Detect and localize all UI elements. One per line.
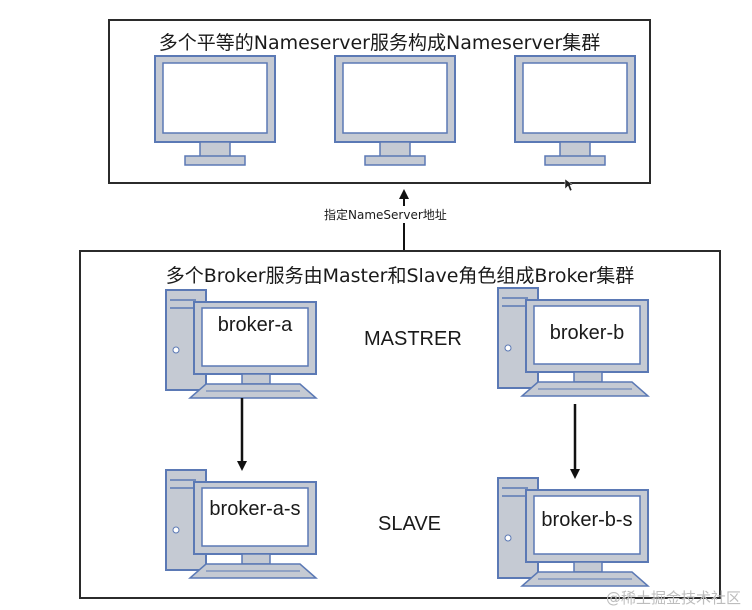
mouse-cursor-icon bbox=[564, 178, 574, 192]
slave-role-label: SLAVE bbox=[378, 513, 441, 535]
broker-b-s-label: broker-b-s bbox=[541, 509, 633, 531]
broker-a-s-label: broker-a-s bbox=[209, 498, 301, 520]
broker-a-label: broker-a bbox=[217, 314, 293, 336]
broker-cluster-title: 多个Broker服务由Master和Slave角色组成Broker集群 bbox=[165, 265, 635, 287]
broker-b-label: broker-b bbox=[549, 322, 625, 344]
master-role-label: MASTRER bbox=[364, 328, 462, 350]
watermark: @稀土掘金技术社区 bbox=[606, 589, 742, 607]
register-arrow-label: 指定NameServer地址 bbox=[322, 206, 449, 223]
nameserver-cluster-title: 多个平等的Nameserver服务构成Nameserver集群 bbox=[158, 32, 601, 54]
